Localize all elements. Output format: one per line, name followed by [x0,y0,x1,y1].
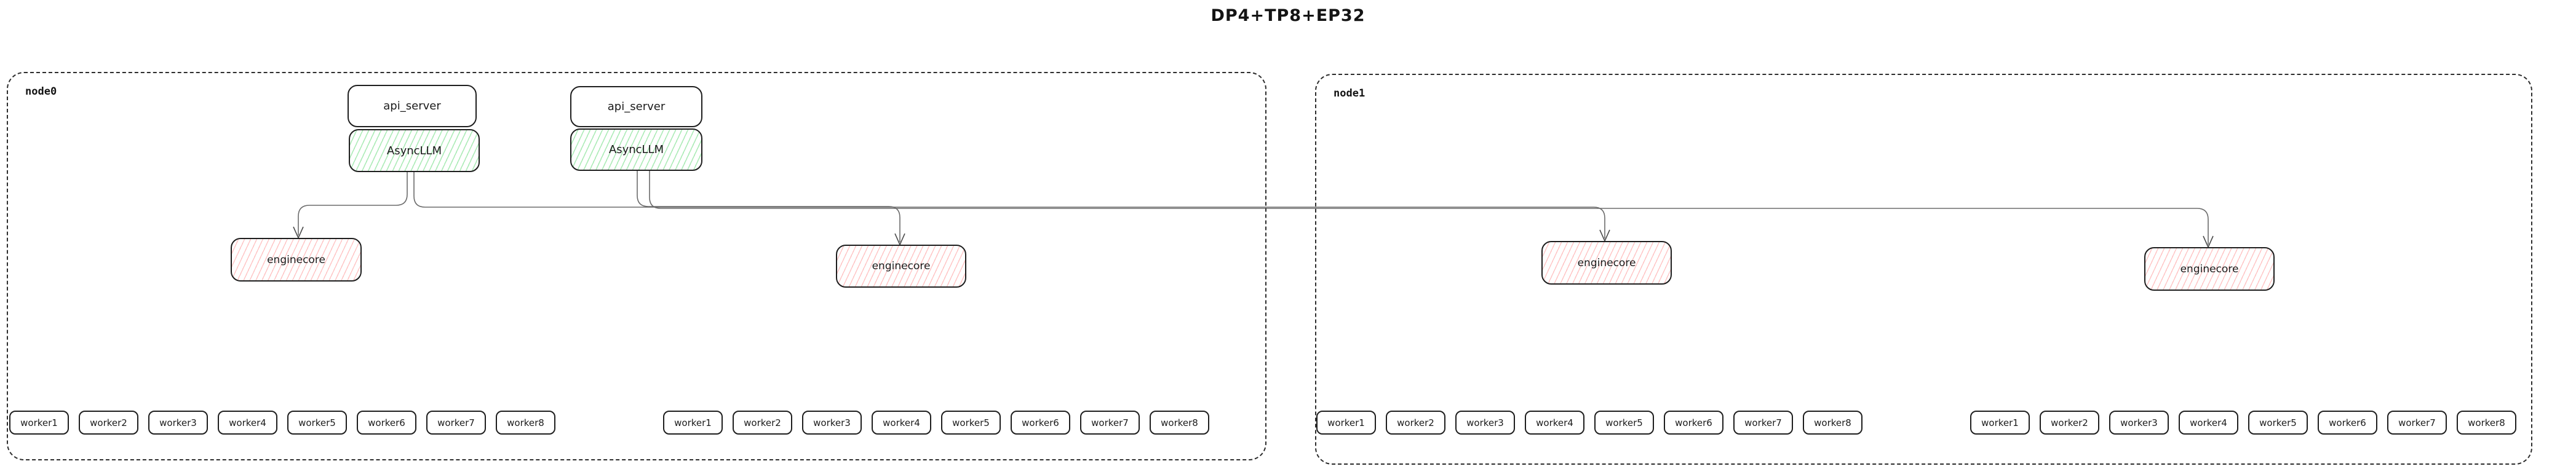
worker-box: worker1 [1970,411,2030,435]
node-box-node0: node0 [7,72,1266,460]
worker-box: worker1 [9,411,69,435]
worker-box: worker6 [2318,411,2377,435]
worker-box: worker8 [496,411,555,435]
enginecore-box: enginecore [231,238,362,282]
worker-box: worker7 [2387,411,2447,435]
worker-box: worker2 [2040,411,2099,435]
worker-box: worker7 [1733,411,1793,435]
worker-box: worker7 [1080,411,1140,435]
node-label: node1 [1334,87,1366,100]
api-server-box: api_server [570,86,702,127]
node-label: node0 [25,85,57,98]
worker-box: worker5 [941,411,1001,435]
worker-box: worker5 [2248,411,2308,435]
enginecore-box: enginecore [1541,241,1672,285]
enginecore-box: enginecore [2144,247,2275,291]
worker-box: worker2 [1386,411,1445,435]
worker-box: worker4 [2179,411,2238,435]
worker-box: worker1 [1316,411,1376,435]
worker-box: worker6 [357,411,416,435]
worker-group: worker1 worker2 worker3 worker4 worker5 work… [1970,411,2516,435]
enginecore-box: enginecore [836,245,966,288]
worker-box: worker5 [287,411,347,435]
worker-box: worker4 [872,411,931,435]
worker-group: worker1 worker2 worker3 worker4 worker5 work… [9,411,555,435]
worker-box: worker3 [148,411,208,435]
worker-box: worker5 [1594,411,1654,435]
api-server-box: api_server [348,85,477,127]
worker-box: worker6 [1664,411,1723,435]
worker-box: worker4 [218,411,277,435]
asyncllm-box: AsyncLLM [570,128,702,171]
worker-box: worker6 [1011,411,1070,435]
worker-group: worker1 worker2 worker3 worker4 worker5 work… [663,411,1209,435]
worker-box: worker3 [802,411,862,435]
worker-box: worker8 [2457,411,2516,435]
worker-box: worker8 [1803,411,1862,435]
worker-box: worker2 [79,411,138,435]
asyncllm-box: AsyncLLM [349,129,480,172]
worker-box: worker2 [733,411,792,435]
node-box-node1: node1 [1315,74,2532,465]
worker-box: worker3 [1455,411,1515,435]
worker-box: worker8 [1150,411,1209,435]
worker-box: worker3 [2109,411,2169,435]
worker-box: worker1 [663,411,723,435]
worker-group: worker1 worker2 worker3 worker4 worker5 work… [1316,411,1862,435]
worker-box: worker7 [426,411,486,435]
diagram-title: DP4+TP8+EP32 [1210,6,1366,25]
worker-box: worker4 [1525,411,1584,435]
